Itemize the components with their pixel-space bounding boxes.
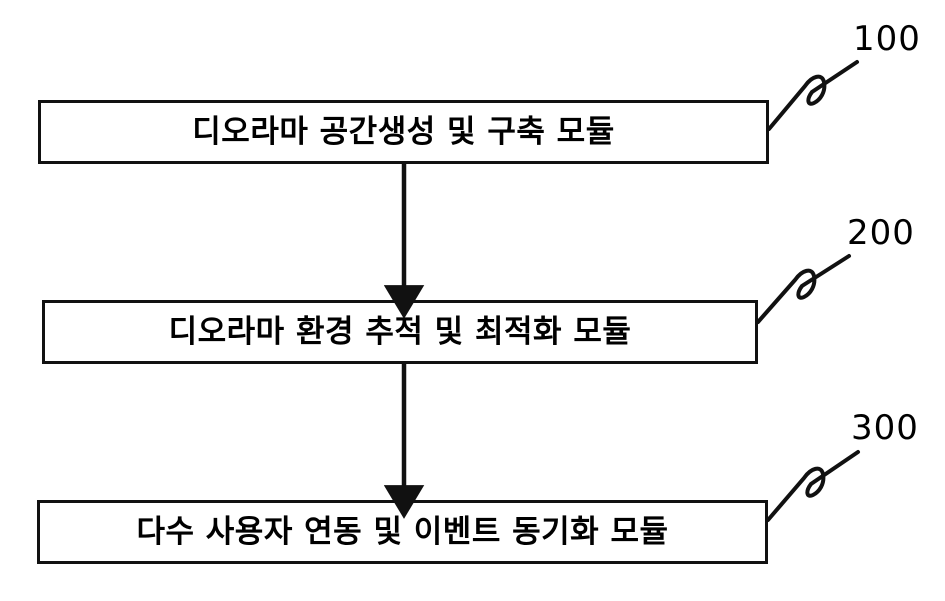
block-diagram-box-300: 다수 사용자 연동 및 이벤트 동기화 모듈 <box>37 500 768 564</box>
block-label-300: 다수 사용자 연동 및 이벤트 동기화 모듈 <box>136 513 669 550</box>
leader-line-200 <box>756 254 851 324</box>
leader-line-100 <box>767 60 859 131</box>
leader-line-300 <box>766 450 860 522</box>
reference-number-300: 300 <box>851 408 919 448</box>
reference-number-100: 100 <box>853 19 921 59</box>
block-diagram-box-100: 디오라마 공간생성 및 구축 모듈 <box>38 100 769 164</box>
reference-number-200: 200 <box>847 213 915 253</box>
block-diagram-box-200: 디오라마 환경 추적 및 최적화 모듈 <box>42 300 758 364</box>
block-label-200: 디오라마 환경 추적 및 최적화 모듈 <box>168 313 632 350</box>
block-label-100: 디오라마 공간생성 및 구축 모듈 <box>192 113 615 150</box>
